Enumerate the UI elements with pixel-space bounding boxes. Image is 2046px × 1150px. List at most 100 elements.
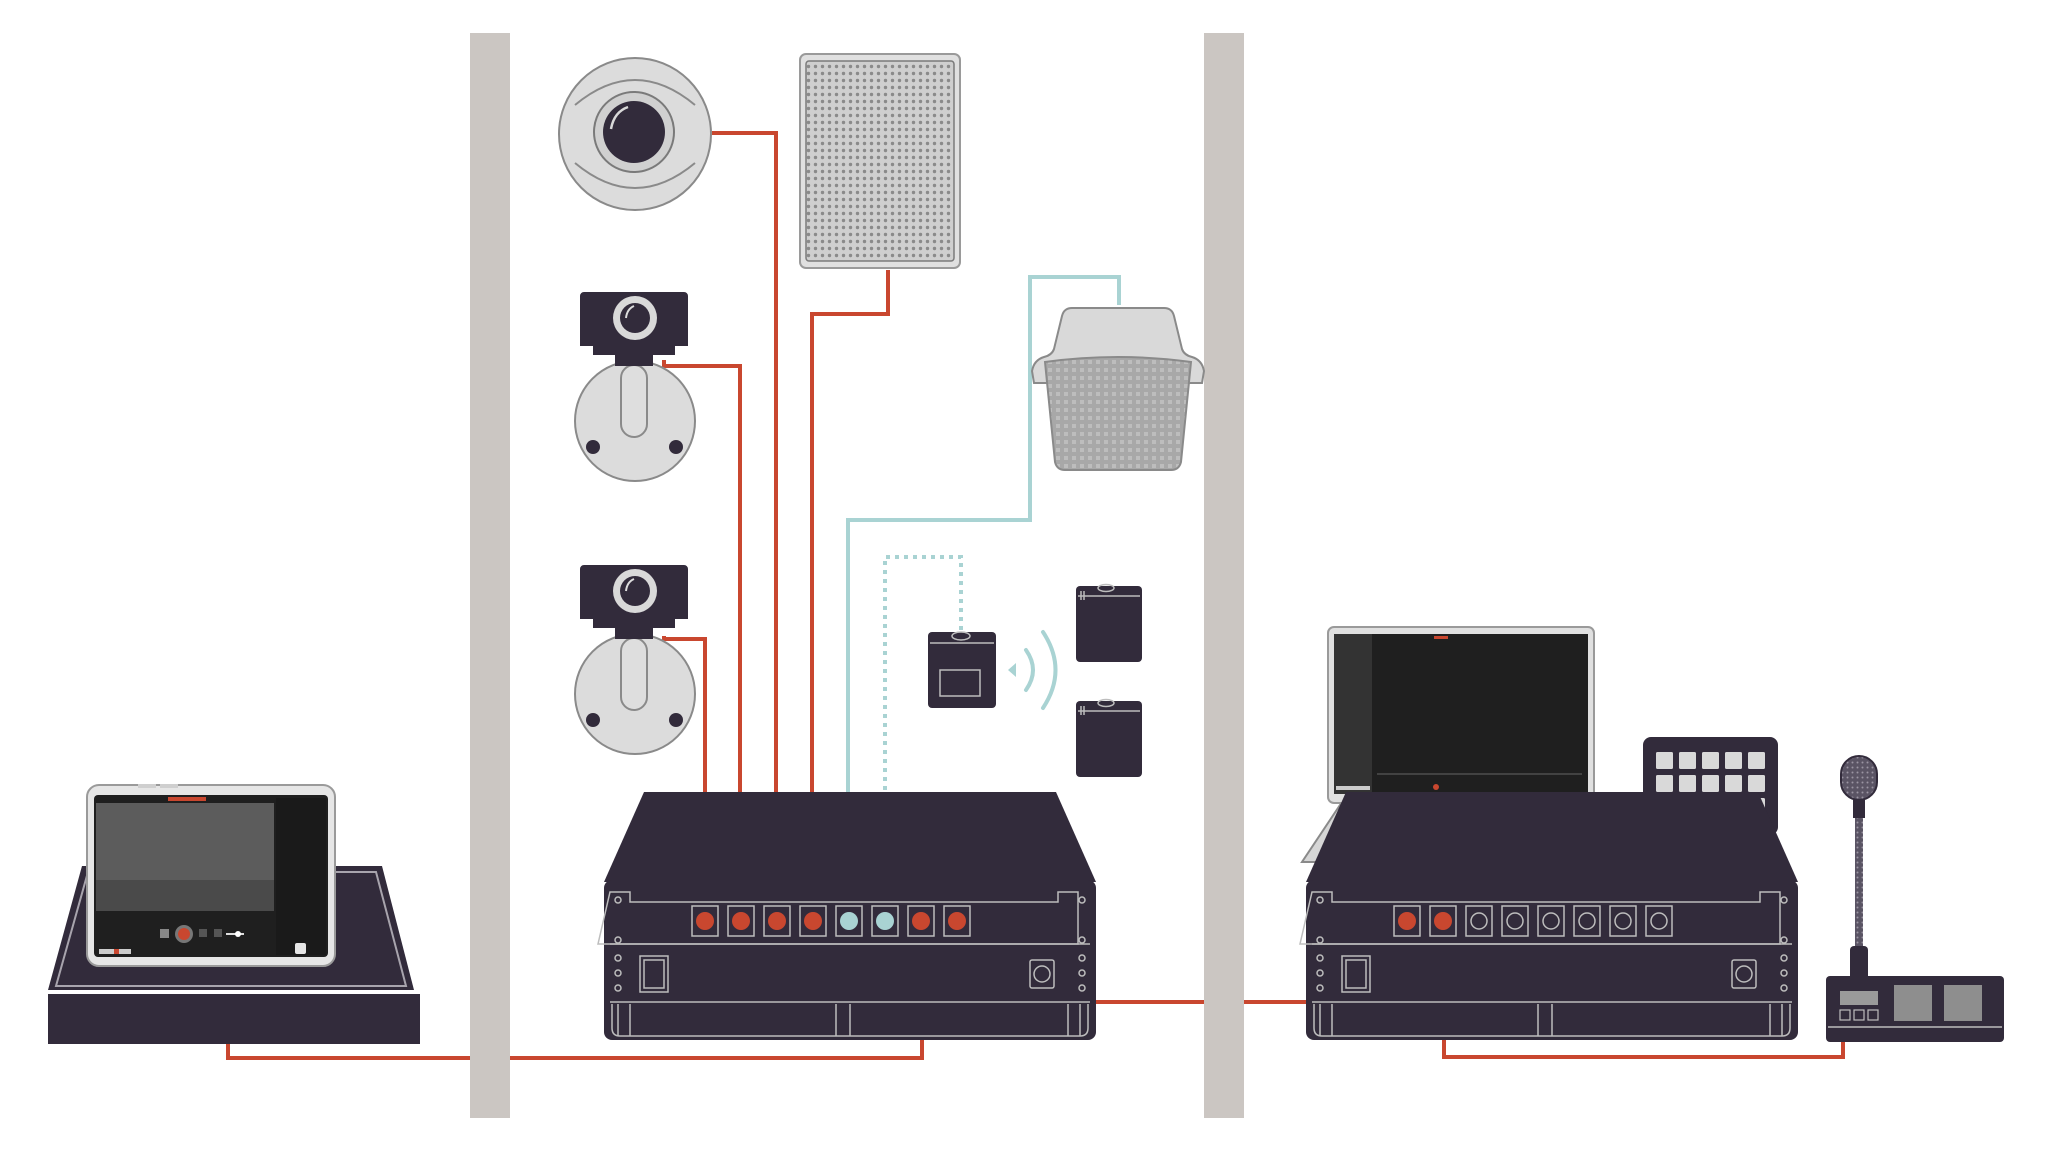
screw-icon	[614, 969, 622, 977]
screw-icon	[1316, 984, 1324, 992]
tablet-button	[160, 784, 178, 788]
port-icon	[871, 905, 899, 937]
mic-gooseneck	[1855, 818, 1863, 946]
wall-right-overlay	[1204, 990, 1244, 1014]
screw-icon	[614, 936, 622, 944]
mic-zone-keys	[1894, 985, 1932, 1021]
port-icon	[691, 905, 719, 937]
cable-horn-speaker	[846, 275, 1121, 925]
dome-camera[interactable]	[558, 57, 712, 211]
screw-icon	[1780, 984, 1788, 992]
switch-front	[604, 880, 1096, 1040]
keypad-button	[1748, 775, 1765, 792]
keypad-button	[1702, 752, 1719, 769]
camera-arm	[620, 637, 648, 711]
port-icon	[1465, 905, 1493, 937]
paging-mic[interactable]	[1826, 755, 2004, 1042]
keypad-button	[1702, 775, 1719, 792]
mic-collar	[1853, 800, 1865, 818]
camera-neck	[615, 628, 653, 639]
port-socket	[1470, 912, 1488, 930]
power-inlet-icon	[1029, 959, 1055, 989]
ceiling-speaker[interactable]	[799, 53, 961, 269]
dome-glint	[609, 105, 629, 130]
wall-left-overlay	[470, 1040, 510, 1070]
power-inlet-socket	[1033, 965, 1051, 983]
screw-icon	[1780, 896, 1788, 904]
beltpack-2[interactable]	[1076, 698, 1142, 778]
screw-icon	[1078, 896, 1086, 904]
wall-right	[1204, 33, 1244, 1118]
port-connector	[1398, 912, 1416, 930]
screw-icon	[614, 896, 622, 904]
camera-neck	[615, 355, 653, 366]
camera-arm	[620, 364, 648, 438]
keypad-button	[1656, 775, 1673, 792]
mic-display	[1840, 991, 1878, 1005]
power-switch-rocker	[643, 959, 665, 989]
port-icon	[1573, 905, 1601, 937]
beltpack-1[interactable]	[1076, 583, 1142, 663]
wall-left	[470, 33, 510, 1118]
screw-icon	[614, 954, 622, 962]
transmitter-knob	[951, 631, 971, 641]
tablet-control-icon	[160, 929, 169, 938]
camera-glint	[625, 578, 635, 592]
port-icon	[1537, 905, 1565, 937]
mic-key	[1839, 1009, 1851, 1021]
port-connector	[768, 912, 786, 930]
power-inlet-socket	[1735, 965, 1753, 983]
laptop-logo	[1336, 786, 1370, 790]
port-icon	[763, 905, 791, 937]
tablet-control-icon	[214, 929, 222, 937]
screw-icon	[1316, 954, 1324, 962]
port-connector	[732, 912, 750, 930]
remote-switch[interactable]	[1299, 792, 1798, 1040]
laptop-record-icon	[1433, 784, 1439, 790]
signal-wave	[1041, 630, 1058, 710]
horn-grille	[1043, 356, 1193, 471]
main-switch[interactable]	[597, 792, 1096, 1040]
switch-top	[604, 792, 1096, 882]
screw-icon	[1780, 954, 1788, 962]
screw-icon	[1316, 896, 1324, 904]
keypad-button	[1725, 775, 1742, 792]
port-icon	[1645, 905, 1673, 937]
dome-ring	[574, 79, 696, 189]
port-connector	[1434, 912, 1452, 930]
mic-key	[1867, 1009, 1879, 1021]
signal-source	[1008, 663, 1016, 677]
power-inlet-icon	[1731, 959, 1757, 989]
cables	[226, 131, 1845, 1060]
mount-screw	[586, 440, 600, 454]
port-icon	[907, 905, 935, 937]
screw-icon	[1078, 954, 1086, 962]
record-dot-icon	[178, 928, 190, 940]
transmitter-display	[939, 669, 981, 697]
tablet-console[interactable]	[48, 784, 420, 1044]
tablet-logo-accent	[114, 949, 119, 954]
tablet-control-icon	[199, 929, 207, 937]
camera-lens	[620, 576, 650, 606]
console-base-front	[48, 994, 420, 1044]
wireless-transmitter[interactable]	[928, 631, 996, 708]
laptop-screen	[1334, 634, 1588, 794]
port-icon	[727, 905, 755, 937]
horn-speaker[interactable]	[1030, 307, 1206, 471]
mic-head	[1840, 755, 1878, 801]
beltpack-body	[1076, 586, 1142, 662]
screw-icon	[1316, 936, 1324, 944]
port-socket	[1542, 912, 1560, 930]
tablet-sidebar	[276, 798, 326, 955]
beltpack-body	[1076, 701, 1142, 777]
port-connector	[948, 912, 966, 930]
switch-front	[1306, 880, 1798, 1040]
port-icon	[1609, 905, 1637, 937]
bullet-camera-1[interactable]	[574, 292, 696, 482]
bullet-camera-2[interactable]	[574, 565, 696, 755]
mount-screw	[586, 713, 600, 727]
port-connector	[804, 912, 822, 930]
keypad-button	[1748, 752, 1765, 769]
keypad-button	[1679, 775, 1696, 792]
laptop-app-logo	[1434, 636, 1448, 639]
